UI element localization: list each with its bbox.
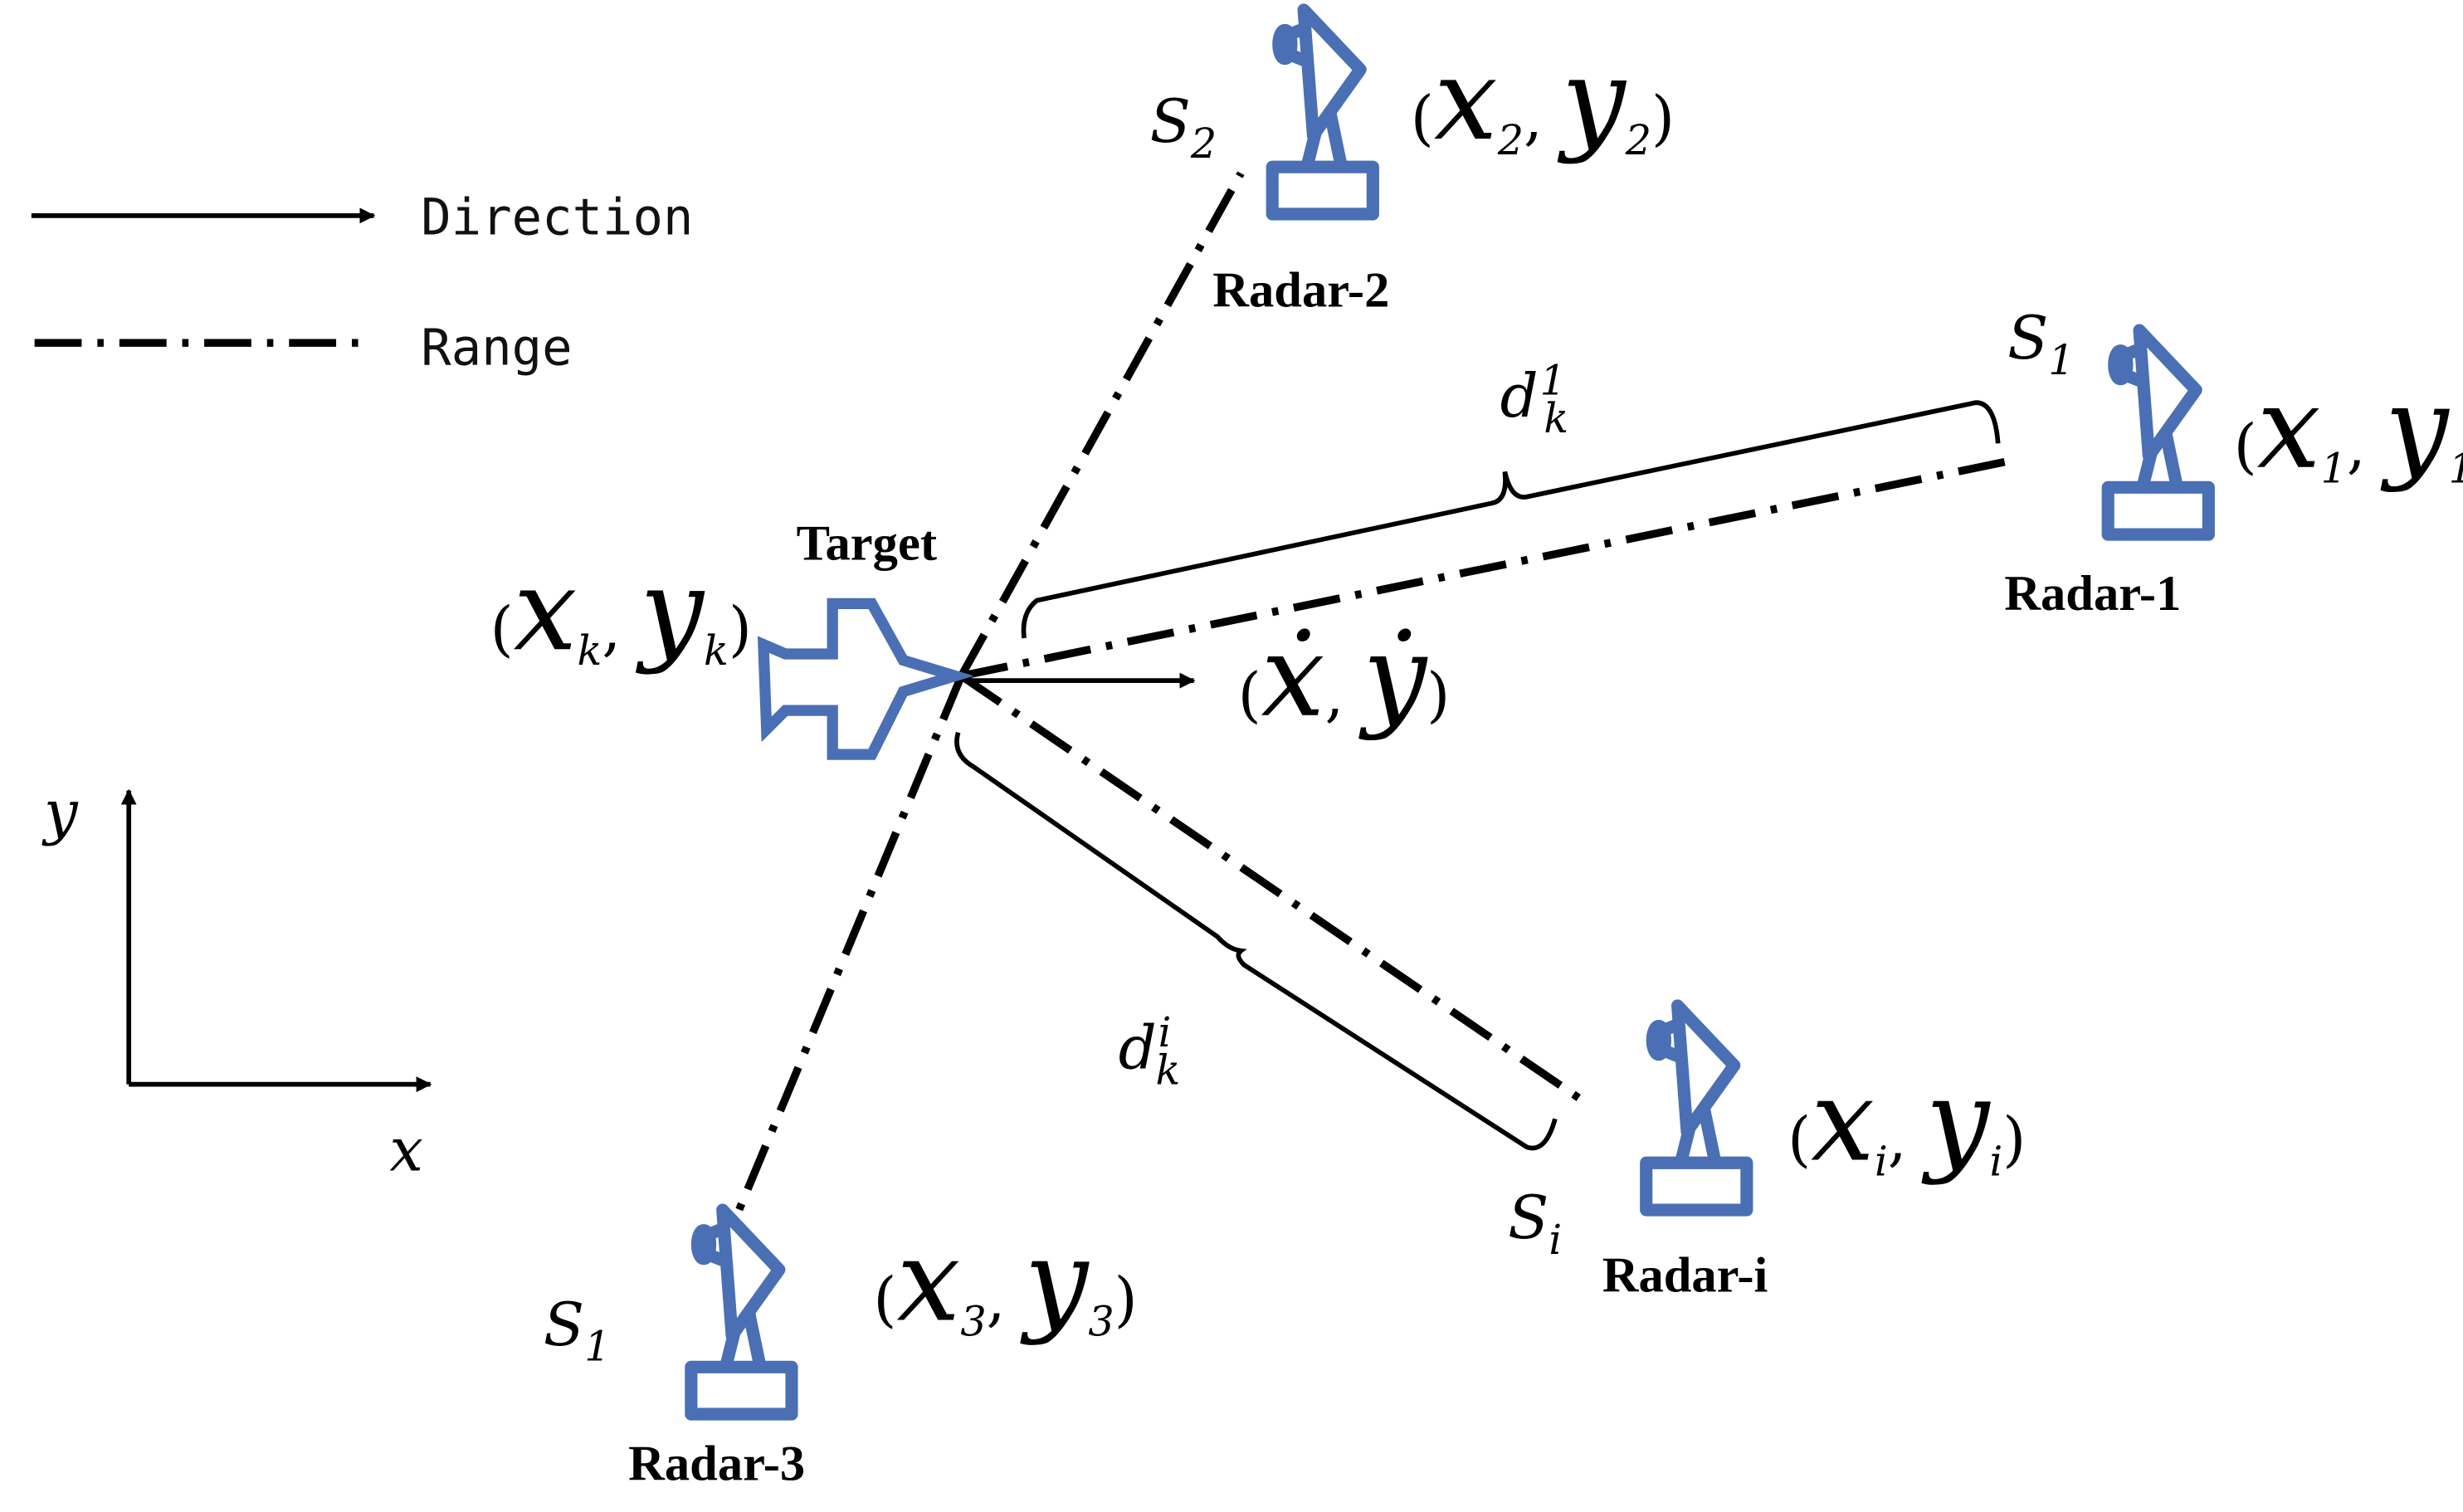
range-lines <box>731 171 2020 1222</box>
x-axis-label: x <box>389 1115 423 1185</box>
radar-dish-icon <box>1272 10 1373 214</box>
target-aircraft <box>757 597 974 760</box>
range-line-radar-i <box>958 672 1584 1104</box>
radar-3-position: (x3, y3) <box>873 1217 1137 1348</box>
radar-i-name: Radar-i <box>1602 1247 1768 1303</box>
radar-2: S2 (x2, y2) Radar-2 <box>1150 10 1675 319</box>
radar-2-name: Radar-2 <box>1212 263 1389 319</box>
distance-brace-i <box>954 731 1558 1151</box>
radar-dish-icon <box>1646 1006 1747 1210</box>
range-line-radar-1 <box>960 455 2020 680</box>
y-axis-label: y <box>41 778 79 847</box>
radar-2-sensor-label: S2 <box>1150 86 1217 168</box>
range-legend-label: Range <box>421 319 572 378</box>
range-line-radar-2 <box>958 171 1245 678</box>
radar-2-position: (x2, y2) <box>1411 35 1675 166</box>
range-line-radar-3 <box>731 674 965 1222</box>
radar-3-sensor-label: S1 <box>544 1290 611 1371</box>
radar-1-sensor-label: S1 <box>2007 303 2075 384</box>
distance-brace-1 <box>1021 400 2001 639</box>
radar-1: S1 (x1, y1) Radar-1 <box>2004 303 2463 622</box>
radar-dish-icon <box>691 1210 792 1414</box>
radar-i: Si (xi, yi) Radar-i <box>1508 1006 2026 1303</box>
radar-3-name: Radar-3 <box>628 1436 805 1492</box>
target-title: Target <box>797 515 937 571</box>
radar-dish-icon <box>2108 330 2208 534</box>
radar-1-position: (x1, y1) <box>2234 363 2463 495</box>
target-velocity: (ẋ, ẏ) <box>1238 612 1451 743</box>
legend: Direction Range <box>31 189 693 378</box>
coordinate-axes: y x <box>41 778 432 1185</box>
radar-i-position: (xi, yi) <box>1788 1056 2026 1187</box>
aircraft-icon <box>757 597 974 760</box>
radar-1-name: Radar-1 <box>2004 566 2181 622</box>
radar-3: S1 (x3, y3) Radar-3 <box>544 1210 1138 1492</box>
direction-legend-label: Direction <box>421 189 693 247</box>
radar-i-sensor-label: Si <box>1508 1183 1562 1264</box>
target-position: (xk, yk) <box>490 545 752 676</box>
